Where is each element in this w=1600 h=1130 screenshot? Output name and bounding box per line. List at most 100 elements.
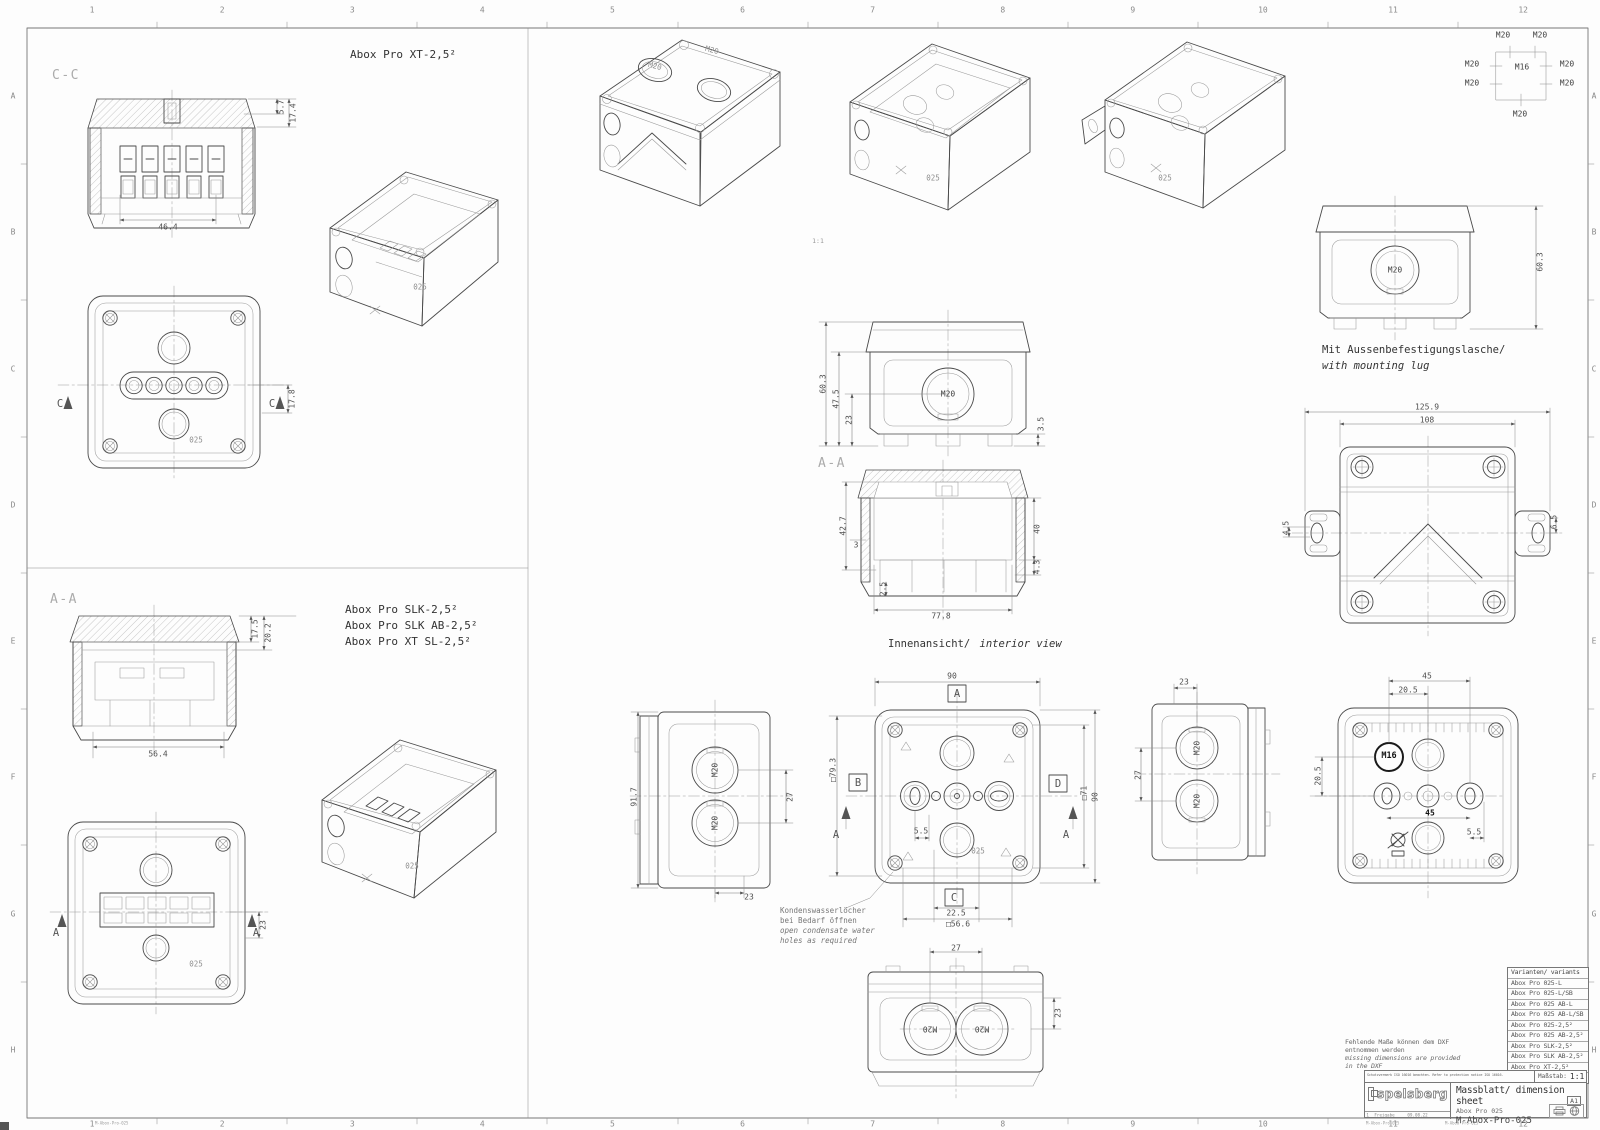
hole-size-label: M20: [1192, 793, 1202, 809]
heading-variant-group: Abox Pro SLK-2,5² Abox Pro SLK AB-2,5² A…: [345, 602, 477, 650]
revision-text: Freigabe: [1374, 1113, 1395, 1118]
registration-mark: [0, 1122, 9, 1130]
view-side-right-top: [1315, 195, 1544, 341]
variant-row: Abox Pro 025-2,5²: [1508, 1019, 1588, 1031]
dimension-label: 60.3: [818, 374, 828, 394]
grid-ref-label: 9: [1130, 5, 1136, 15]
grid-ref-label: 5: [610, 1119, 615, 1129]
document-info-cell: Massblatt/ dimension sheet Abox Pro 025 …: [1451, 1083, 1586, 1126]
hole-size-label: M20: [1559, 78, 1575, 88]
dimension-label: 4.5: [1281, 520, 1291, 536]
grid-ref-label: E: [10, 636, 16, 646]
spelsberg-logo-icon: [1368, 1087, 1379, 1101]
section-label-aa: A-A: [50, 592, 78, 607]
grid-ref-label: 2: [219, 5, 225, 15]
grid-ref-label: 6: [740, 1119, 745, 1129]
dimension-label: 27: [785, 792, 795, 802]
variant-row: Abox Pro 025-L/SB: [1508, 988, 1588, 999]
dimension-label: 2.5: [878, 581, 888, 597]
condensate-note-de-1: Kondenswasserlöcher: [780, 906, 866, 915]
heading-xt: Abox Pro XT-2,5²: [350, 48, 456, 61]
dimension-label: 4.3: [1032, 559, 1042, 575]
view-interior-main: [828, 677, 1101, 928]
grid-ref-label: 5: [610, 5, 615, 15]
grid-ref-label: 10: [1258, 5, 1268, 15]
etched-marking: 025: [926, 173, 940, 183]
grid-ref-label: 11: [1388, 1119, 1398, 1129]
dimension-label: 5.7: [276, 99, 286, 115]
section-letter: A: [252, 927, 260, 939]
dimension-label: 45: [1425, 808, 1435, 818]
dimension-label: 23: [1179, 677, 1189, 687]
view-mounting-lug: [1282, 407, 1565, 637]
interior-view-caption: Innenansicht/ interior view: [888, 638, 1062, 650]
dimension-label: 22.5: [946, 908, 966, 918]
hole-size-label: M20: [1532, 30, 1548, 40]
mounting-lug-caption-en: with mounting lug: [1322, 359, 1430, 372]
grid-ref-label: A: [10, 91, 16, 101]
dimension-label: 90: [1090, 792, 1100, 802]
dimension-label: 3: [853, 540, 859, 550]
dimension-label: 5.5: [1466, 827, 1482, 837]
hole-size-label: M20: [940, 389, 956, 399]
dimension-label: 56.4: [148, 749, 168, 759]
dxf-note: Fehlende Maße können dem DXF entnommen w…: [1345, 1038, 1460, 1070]
heading-slk: Abox Pro SLK-2,5²: [345, 603, 458, 616]
section-label-aa-mid: A-A: [818, 456, 846, 471]
mounting-lug-caption: Mit Aussenbefestigungslasche/ with mount…: [1322, 343, 1505, 374]
grid-ref-label: C: [1591, 364, 1597, 374]
footer-micro-note: M-Abox-Pro-025: [95, 1121, 129, 1126]
protection-note: Schutzvermerk ISO 16016 beachten. Refer …: [1367, 1073, 1504, 1078]
etched-marking: 025: [189, 435, 203, 445]
section-letter: A: [832, 829, 840, 841]
grid-ref-label: E: [1591, 636, 1597, 646]
dimension-label: □79.3: [828, 757, 838, 783]
grid-ref-label: 6: [740, 5, 745, 15]
grid-ref-label: H: [1591, 1045, 1597, 1055]
dimension-label: 108: [1419, 415, 1435, 425]
hole-size-label: M20: [1464, 78, 1480, 88]
view-front-interior-slk: [49, 811, 269, 1015]
section-letter: C: [268, 398, 276, 410]
dimension-label: 20.2: [263, 623, 273, 643]
dimension-label: 60.3: [1535, 252, 1545, 272]
section-letter: A: [52, 927, 60, 939]
dimension-label: 47.5: [831, 389, 841, 409]
scale-note: 1:1: [812, 237, 824, 245]
title-block: Schutzvermerk ISO 16016 beachten. Refer …: [1364, 1070, 1587, 1126]
variant-row: Abox Pro SLK AB-2,5²: [1508, 1051, 1588, 1062]
grid-ref-label: B: [1591, 227, 1597, 237]
grid-ref-label: B: [10, 227, 16, 237]
variant-row: Abox Pro 025 AB-2,5²: [1508, 1030, 1588, 1041]
dimension-label: □71: [1079, 785, 1089, 801]
dimension-label: 27: [1133, 770, 1143, 780]
revision-index: 1: [1366, 1113, 1369, 1118]
view-iso-xt: [329, 171, 499, 327]
dimension-label: 5.5: [913, 826, 929, 836]
grid-ref-label: F: [10, 772, 16, 782]
interior-caption-de: Innenansicht/: [888, 638, 971, 650]
variants-header: Varianten/ variants: [1511, 968, 1580, 976]
brand-name: spelsberg: [1377, 1087, 1448, 1102]
dxf-note-en-1: missing dimensions are provided: [1345, 1054, 1461, 1062]
document-type: Massblatt/ dimension sheet: [1456, 1085, 1565, 1107]
view-side-front: [818, 309, 1046, 457]
grid-ref-label: 7: [870, 1119, 876, 1129]
output-icons: [1549, 1104, 1584, 1118]
globe-icon: [1569, 1106, 1580, 1116]
scale-label: Maßstab:: [1538, 1073, 1567, 1080]
grid-ref-label: 2: [219, 1119, 225, 1129]
view-section-aa-left: [69, 604, 297, 759]
footer-micro-note: M-Abox-Pro-025: [1445, 1121, 1479, 1126]
view-section-aa-mid: [841, 459, 1042, 621]
dimension-label: 6.5: [1549, 514, 1559, 530]
dimension-label: 90: [947, 671, 957, 681]
dimension-label: 17.5: [250, 619, 260, 639]
grid-ref-label: 7: [870, 5, 876, 15]
dimension-label: 42.7: [838, 516, 848, 536]
view-side-right: [1134, 683, 1281, 875]
view-iso-closed: [599, 39, 781, 207]
